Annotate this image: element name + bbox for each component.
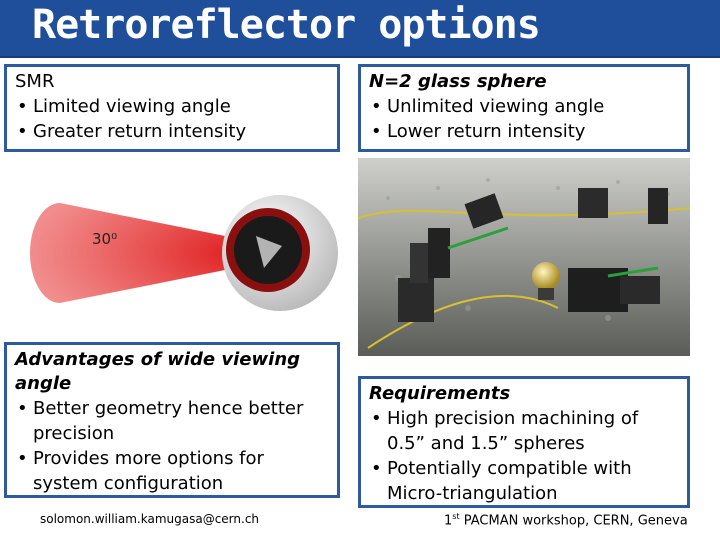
smr-heading: SMR [15,71,55,92]
smr-box: SMR Limited viewing angle Greater return… [4,64,340,152]
advantages-list: Better geometry hence better precision P… [15,396,329,496]
advantages-box: Advantages of wide viewing angle Better … [4,342,340,498]
sphere-heading: N=2 glass sphere [369,71,547,92]
advantages-heading-line1: Advantages of wide viewing [15,349,301,370]
list-item: Greater return intensity [15,119,329,144]
glass-sphere-setup-photo [358,158,690,356]
list-item: Provides more options for system configu… [15,446,329,496]
footer-workshop: 1st PACMAN workshop, CERN, Geneva [444,512,688,528]
list-item: Limited viewing angle [15,94,329,119]
workshop-text: PACMAN workshop, CERN, Geneva [459,513,688,529]
workshop-suffix: st [452,512,460,521]
requirements-heading: Requirements [369,383,511,404]
requirements-list: High precision machining of 0.5” and 1.5… [369,406,679,506]
smr-reflector-illustration: 30⁰ [30,195,338,311]
footer-email: solomon.william.kamugasa@cern.ch [40,512,260,526]
sphere-box: N=2 glass sphere Unlimited viewing angle… [358,64,690,152]
angle-label: 30⁰ [92,230,117,248]
list-item: High precision machining of 0.5” and 1.5… [369,406,679,456]
sphere-list: Unlimited viewing angle Lower return int… [369,94,679,144]
workshop-ordinal: 1 [444,513,453,529]
advantages-heading-line2: angle [15,373,72,394]
beam-cone [30,203,260,303]
advantages-heading: Advantages of wide viewing angle [15,348,329,396]
requirements-box: Requirements High precision machining of… [358,376,690,508]
list-item: Lower return intensity [369,119,679,144]
list-item: Unlimited viewing angle [369,94,679,119]
list-item: Better geometry hence better precision [15,396,329,446]
smr-list: Limited viewing angle Greater return int… [15,94,329,144]
title-bar: Retroreflector options [0,0,720,58]
list-item: Potentially compatible with Micro-triang… [369,456,679,506]
prism-facet [256,236,282,268]
slide-title: Retroreflector options [32,2,541,48]
